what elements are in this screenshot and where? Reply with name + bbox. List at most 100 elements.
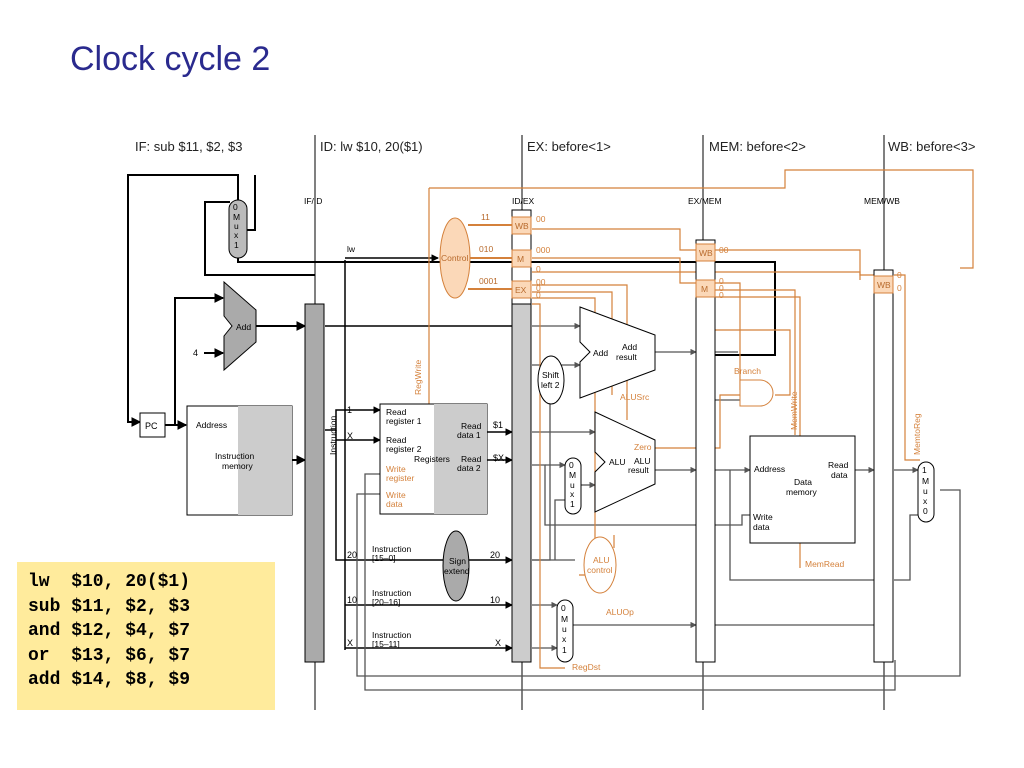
- alu-result-a: ALU: [634, 456, 651, 466]
- instr-mem-label1: Instruction: [215, 451, 254, 461]
- reg-read1-b: register 1: [386, 416, 422, 426]
- alusrc-mux-1: 1: [570, 499, 575, 509]
- regdst-mux-m: M: [561, 614, 568, 624]
- control-unit: [439, 217, 471, 299]
- reg2-signal: X: [347, 431, 353, 441]
- alusrc-label: ALUSrc: [620, 392, 650, 402]
- regdst-mux-u: u: [562, 624, 567, 634]
- field-15-0-a: Instruction: [372, 544, 411, 554]
- datapath-wires: [127, 174, 961, 691]
- alu-result-b: result: [628, 465, 649, 475]
- field-20-16-b: [20–16]: [372, 597, 400, 607]
- idex-m-box: [511, 249, 532, 268]
- memwb-register: [873, 269, 894, 663]
- exmem-wb-text: WB: [699, 248, 713, 258]
- data-mem-label1: Data: [794, 477, 812, 487]
- idex-ex-value-2: 00: [536, 277, 546, 287]
- reg-rdata1-b: data 1: [457, 430, 481, 440]
- field-15-0-b: [15–0]: [372, 553, 396, 563]
- code-line: or $13, $6, $7: [28, 645, 191, 666]
- stage-label-id: ID: lw $10, 20($1): [320, 139, 423, 154]
- wb-mux-u: u: [923, 486, 928, 496]
- idex-m-value: 000: [536, 245, 550, 255]
- instruction-bus-label: Instruction: [328, 416, 338, 455]
- reg-wdata-a: Write: [386, 490, 406, 500]
- data-mem-read-b: data: [831, 470, 848, 480]
- idex-ex-value-3: 0: [536, 283, 541, 293]
- reg-read2-b: register 2: [386, 444, 422, 454]
- branch-add-result-a: Add: [622, 342, 637, 352]
- memwrite-label: MemWrite: [789, 391, 799, 430]
- idex-ex-value-1: 0: [536, 264, 541, 274]
- control-label: Control: [441, 253, 469, 263]
- alu-zero-label: Zero: [634, 442, 652, 452]
- alu-control-b: control: [587, 565, 613, 575]
- exmem-label: EX/MEM: [688, 196, 722, 206]
- imm-out: 20: [490, 550, 500, 560]
- pc-adder: [223, 280, 257, 372]
- idex-wb-box: [511, 216, 532, 235]
- idex-ex-text: EX: [515, 285, 527, 295]
- data-memory: [749, 435, 856, 544]
- branch-label: Branch: [734, 366, 761, 376]
- idex-ex-box: [511, 280, 532, 299]
- code-line: add $14, $8, $9: [28, 670, 191, 690]
- memwb-wb-value-1: 0: [897, 270, 902, 280]
- aluop-label: ALUOp: [606, 607, 634, 617]
- rd-in: X: [347, 638, 353, 648]
- sign-extend-b: extend: [444, 566, 470, 576]
- stage-label-ex: EX: before<1>: [527, 139, 611, 154]
- pc-mux: [228, 199, 248, 259]
- rt-out: 10: [490, 595, 500, 605]
- wb-mux-x: x: [923, 496, 928, 506]
- alu-control: [583, 536, 617, 594]
- data-mem-label2: memory: [786, 487, 817, 497]
- ifid-register: [304, 303, 325, 663]
- shift-a: Shift: [542, 370, 560, 380]
- sign-extend-a: Sign: [449, 556, 466, 566]
- instr-mem-address: Address: [196, 420, 227, 430]
- shift-left-2: [537, 355, 565, 405]
- reg-write-a: Write: [386, 464, 406, 474]
- branch-add-result-b: result: [616, 352, 637, 362]
- reg-read1-a: Read: [386, 407, 407, 417]
- stage-label-mem: MEM: before<2>: [709, 139, 806, 154]
- wb-mux-m: M: [922, 476, 929, 486]
- code-line: sub $11, $2, $3: [28, 596, 191, 617]
- ifid-label: IF/ID: [304, 196, 322, 206]
- regdst-mux-0: 0: [561, 603, 566, 613]
- exmem-m-value-2: 0: [719, 283, 724, 293]
- reg-rdata2-a: Read: [461, 454, 482, 464]
- idex-m-text: M: [517, 254, 524, 264]
- imm-in: 20: [347, 550, 357, 560]
- idex-wb-value: 00: [536, 214, 546, 224]
- wb-code: 11: [481, 212, 490, 222]
- idex-wb-text: WB: [515, 221, 529, 231]
- alusrc-mux-x: x: [570, 489, 575, 499]
- wb-mux-0: 0: [923, 506, 928, 516]
- exmem-wb-value: 00: [719, 245, 729, 255]
- memwb-wb-text: WB: [877, 280, 891, 290]
- field-20-16-a: Instruction: [372, 588, 411, 598]
- idex-label: ID/EX: [512, 196, 535, 206]
- wb-mux-1: 1: [922, 465, 927, 475]
- field-15-11-a: Instruction: [372, 630, 411, 640]
- branch-and-gate: [739, 379, 774, 407]
- pc-mux-0: 0: [233, 202, 238, 212]
- memtoreg-mux: [917, 461, 935, 523]
- regwrite-label: RegWrite: [413, 359, 423, 395]
- code-line: and $12, $4, $7: [28, 621, 191, 641]
- rd-out: X: [495, 638, 501, 648]
- reg-rdata1-a: Read: [461, 421, 482, 431]
- regdst-mux-x: x: [562, 634, 567, 644]
- branch-adder: [579, 306, 656, 399]
- data-mem-write-b: data: [753, 522, 770, 532]
- shift-b: left 2: [541, 380, 560, 390]
- exmem-wb-box: [695, 243, 716, 262]
- registers-label: Registers: [414, 454, 450, 464]
- data-mem-write-a: Write: [753, 512, 773, 522]
- pc-register: [139, 412, 166, 438]
- alu-label: ALU: [609, 457, 626, 467]
- exmem-m-text: M: [701, 284, 708, 294]
